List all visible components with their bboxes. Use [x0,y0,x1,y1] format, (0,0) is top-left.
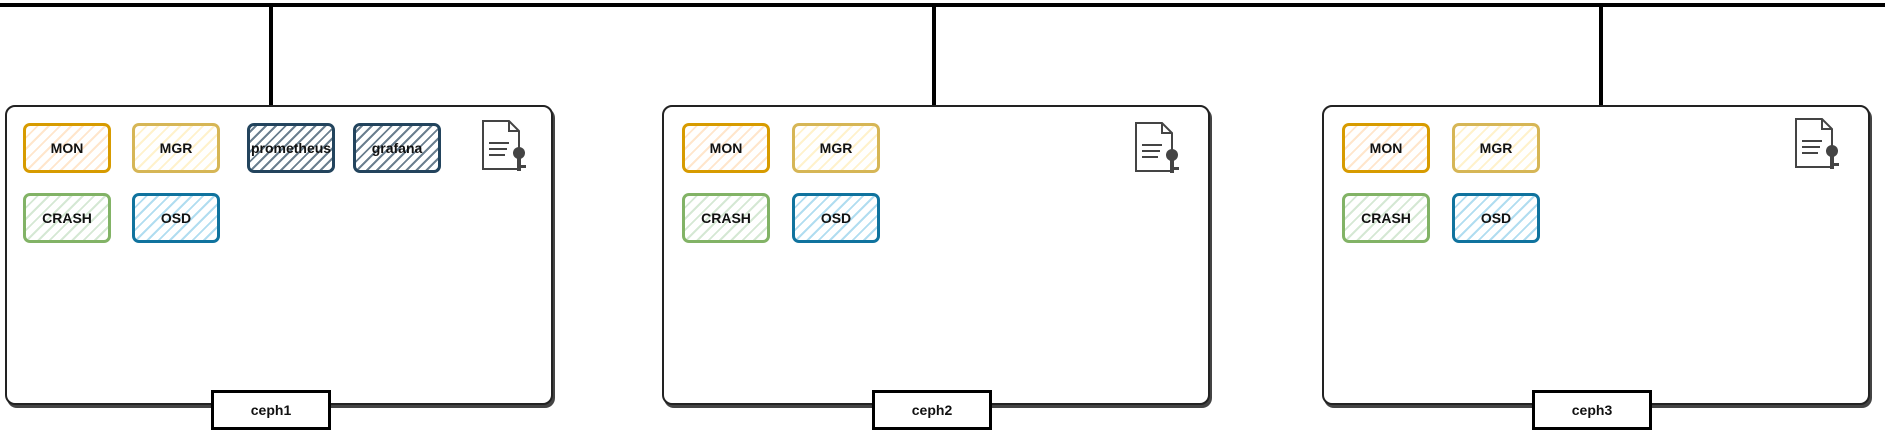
service-mon: MON [1342,123,1430,173]
host-ceph3: MON MGR CRASH OSD [1322,105,1870,405]
service-osd: OSD [792,193,880,243]
service-crash: CRASH [23,193,111,243]
host-label-ceph3: ceph3 [1532,390,1652,430]
host-label-ceph1: ceph1 [211,390,331,430]
service-mon: MON [23,123,111,173]
document-key-icon [1135,122,1179,173]
service-grafana: grafana [353,123,441,173]
service-crash: CRASH [682,193,770,243]
service-prometheus: prometheus [247,123,335,173]
host-connector-ceph1 [269,3,273,106]
host-ceph1: MON MGR prometheus grafana CRASH OSD [5,105,553,405]
service-mgr: MGR [1452,123,1540,173]
service-osd: OSD [132,193,220,243]
service-mgr: MGR [792,123,880,173]
host-connector-ceph3 [1599,3,1603,106]
host-ceph2: MON MGR CRASH OSD [662,105,1210,405]
service-osd: OSD [1452,193,1540,243]
network-bus [0,3,1885,7]
document-key-icon [1795,118,1839,169]
host-connector-ceph2 [932,3,936,106]
document-key-icon [482,120,526,171]
host-label-ceph2: ceph2 [872,390,992,430]
service-mon: MON [682,123,770,173]
service-mgr: MGR [132,123,220,173]
service-crash: CRASH [1342,193,1430,243]
